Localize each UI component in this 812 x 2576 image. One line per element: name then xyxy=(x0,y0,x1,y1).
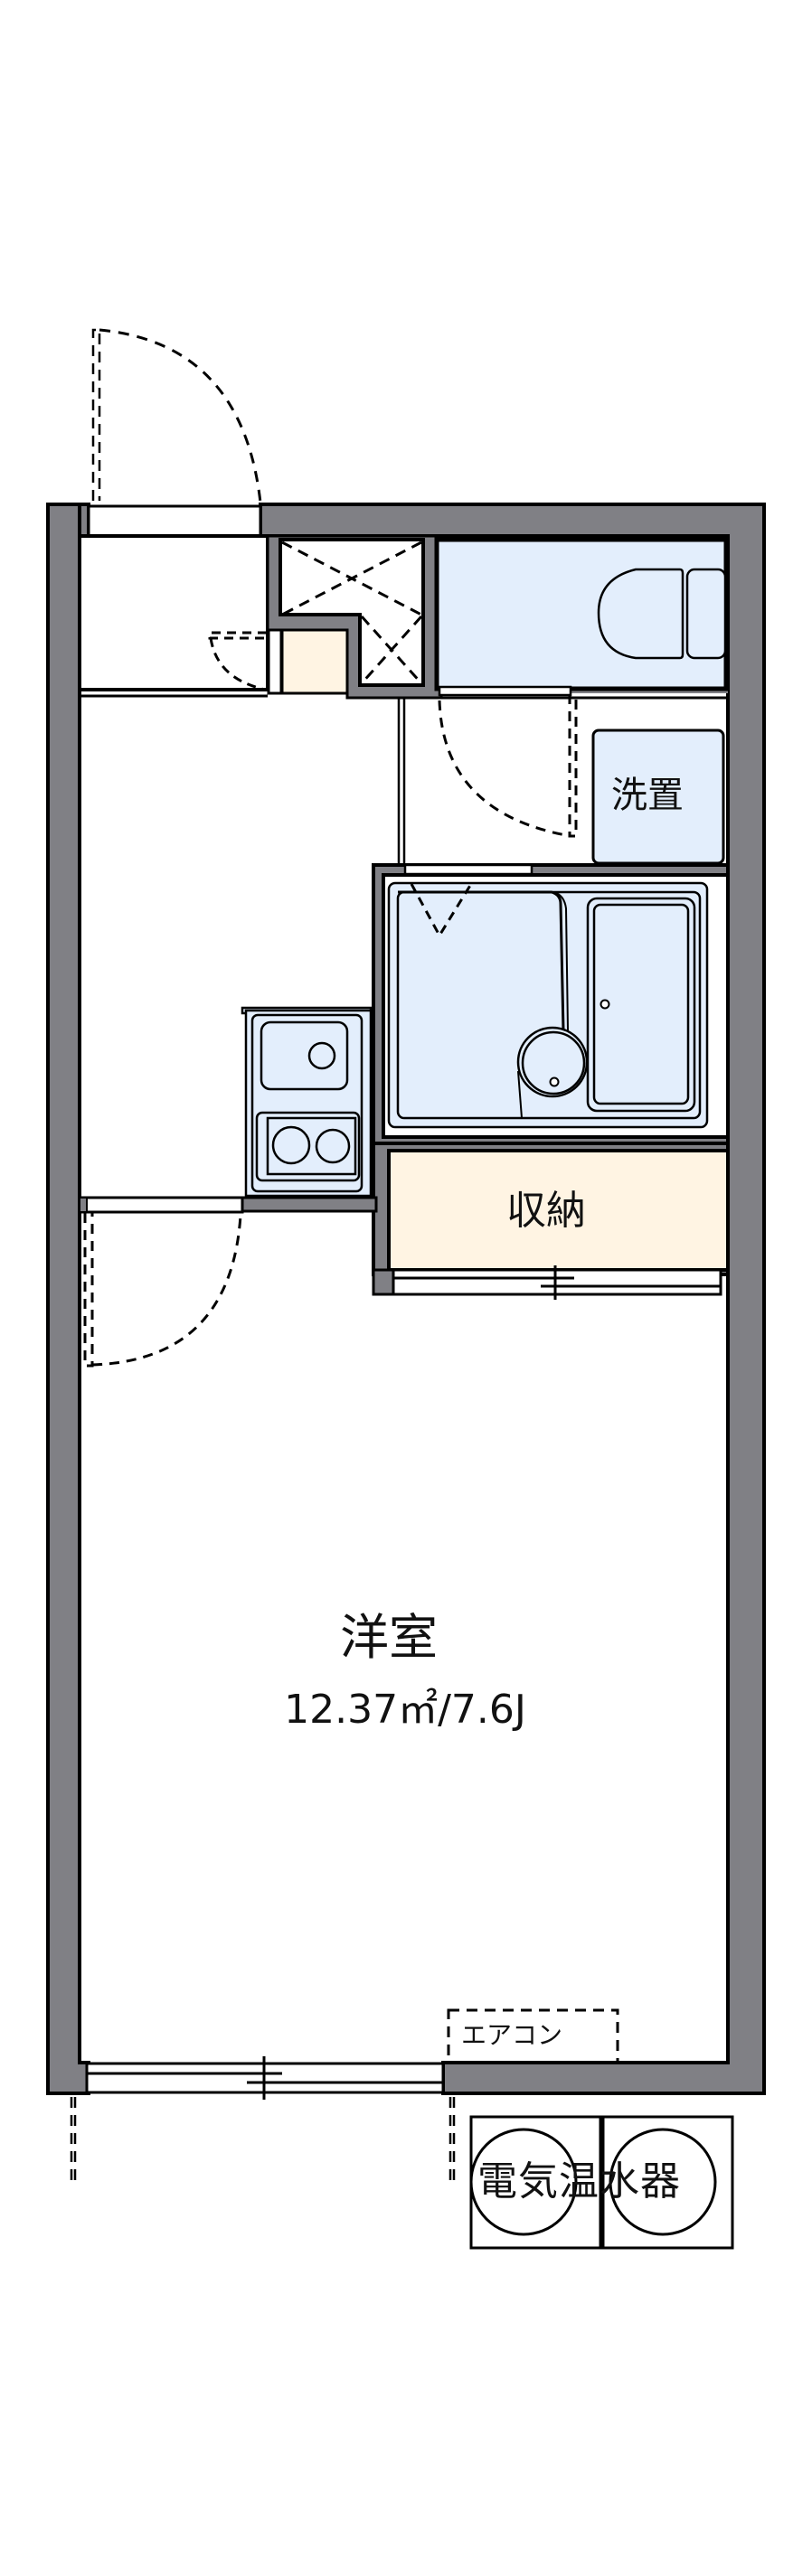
storage-closet xyxy=(372,1142,730,1276)
storage-label: 収納 xyxy=(506,1188,586,1234)
corridor xyxy=(397,696,728,868)
bathroom xyxy=(372,863,730,1145)
air-conditioner-label: エアコン xyxy=(461,2020,563,2050)
washer-space-label: 洗置 xyxy=(611,775,684,816)
western-room-area: 12.37㎡/7.6J xyxy=(284,1687,526,1733)
water-heater-label: 電気温水器 xyxy=(477,2158,681,2205)
balcony-window[interactable] xyxy=(85,2056,445,2100)
bath-folding-door[interactable] xyxy=(410,883,473,938)
toilet-room xyxy=(434,537,729,693)
entrance-door[interactable] xyxy=(87,328,262,538)
room-door-frame xyxy=(78,1196,244,1214)
shoe-cabinet xyxy=(267,628,283,695)
western-room-label: 洋室 xyxy=(340,1609,438,1666)
kitchen xyxy=(241,1006,373,1198)
room-door[interactable] xyxy=(83,1213,242,1368)
air-conditioner xyxy=(447,2008,619,2064)
entrance-area xyxy=(78,534,269,698)
toilet-tank-icon xyxy=(685,568,727,660)
toilet-bowl-icon xyxy=(597,568,685,660)
shoe-cabinet-inner xyxy=(280,628,349,695)
sink-icon xyxy=(260,1020,349,1091)
shoe-cabinet-door[interactable] xyxy=(208,631,267,691)
pipe-space xyxy=(266,534,443,700)
water-heater xyxy=(469,2115,734,2250)
balcony-edge-right xyxy=(448,2097,456,2186)
storage-sliding-door[interactable] xyxy=(390,1265,722,1300)
toilet-door[interactable] xyxy=(438,694,578,838)
balcony-edge-left xyxy=(70,2097,77,2186)
